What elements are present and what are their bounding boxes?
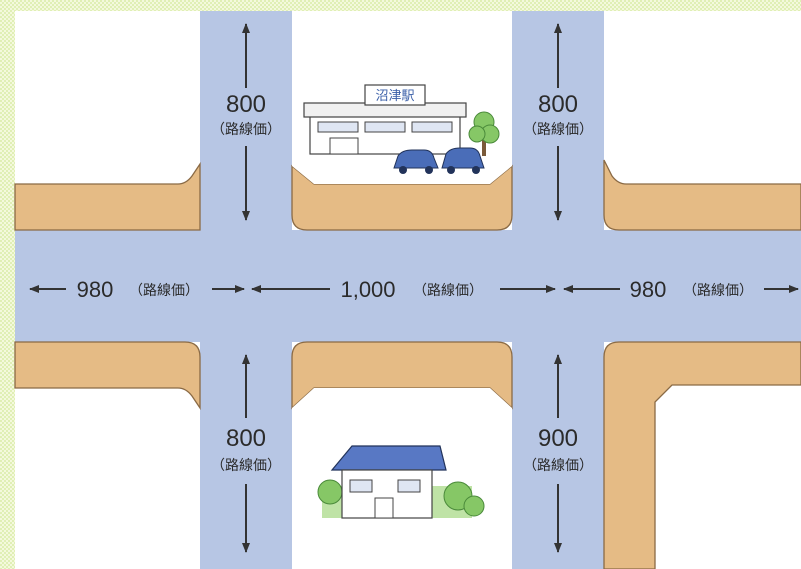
lot-bottom-center-wedge [292,388,512,408]
road-horizontal [15,230,801,342]
top-left-unit: （路線価） [211,121,281,137]
top-right-unit: （路線価） [523,121,593,137]
car-icon [393,149,439,174]
bottom-left-unit: （路線価） [211,457,281,473]
left-unit: （路線価） [129,282,199,298]
sidewalks [14,159,801,569]
sidewalk-top-left [14,161,201,231]
sidewalk-bottom-left [14,341,201,411]
car-icon [441,147,485,174]
center-value: 1,000 [340,277,395,302]
tree-icon [468,111,500,156]
top-right-value: 800 [538,91,578,118]
bottom-right-value: 900 [538,425,578,452]
price-arrows [29,23,799,553]
right-unit: （路線価） [683,282,753,298]
road-network [15,11,801,569]
train-station-building-icon: 沼津駅 [303,84,467,155]
bottom-left-value: 800 [226,425,266,452]
lot-top-center-wedge [292,166,512,184]
center-unit: （路線価） [413,282,483,298]
sidewalk-bottom-right [603,341,801,569]
top-left-value: 800 [226,91,266,118]
sidewalk-top-right [603,159,801,231]
sidewalk-top-center [291,164,513,231]
left-value: 980 [77,277,114,302]
station-sign: 沼津駅 [375,89,414,104]
bottom-right-unit: （路線価） [523,457,593,473]
house-icon [317,445,485,519]
price-labels: 800 （路線価） 800 （路線価） 800 （路線価） 900 （路線価） … [77,91,753,473]
right-value: 980 [630,277,667,302]
